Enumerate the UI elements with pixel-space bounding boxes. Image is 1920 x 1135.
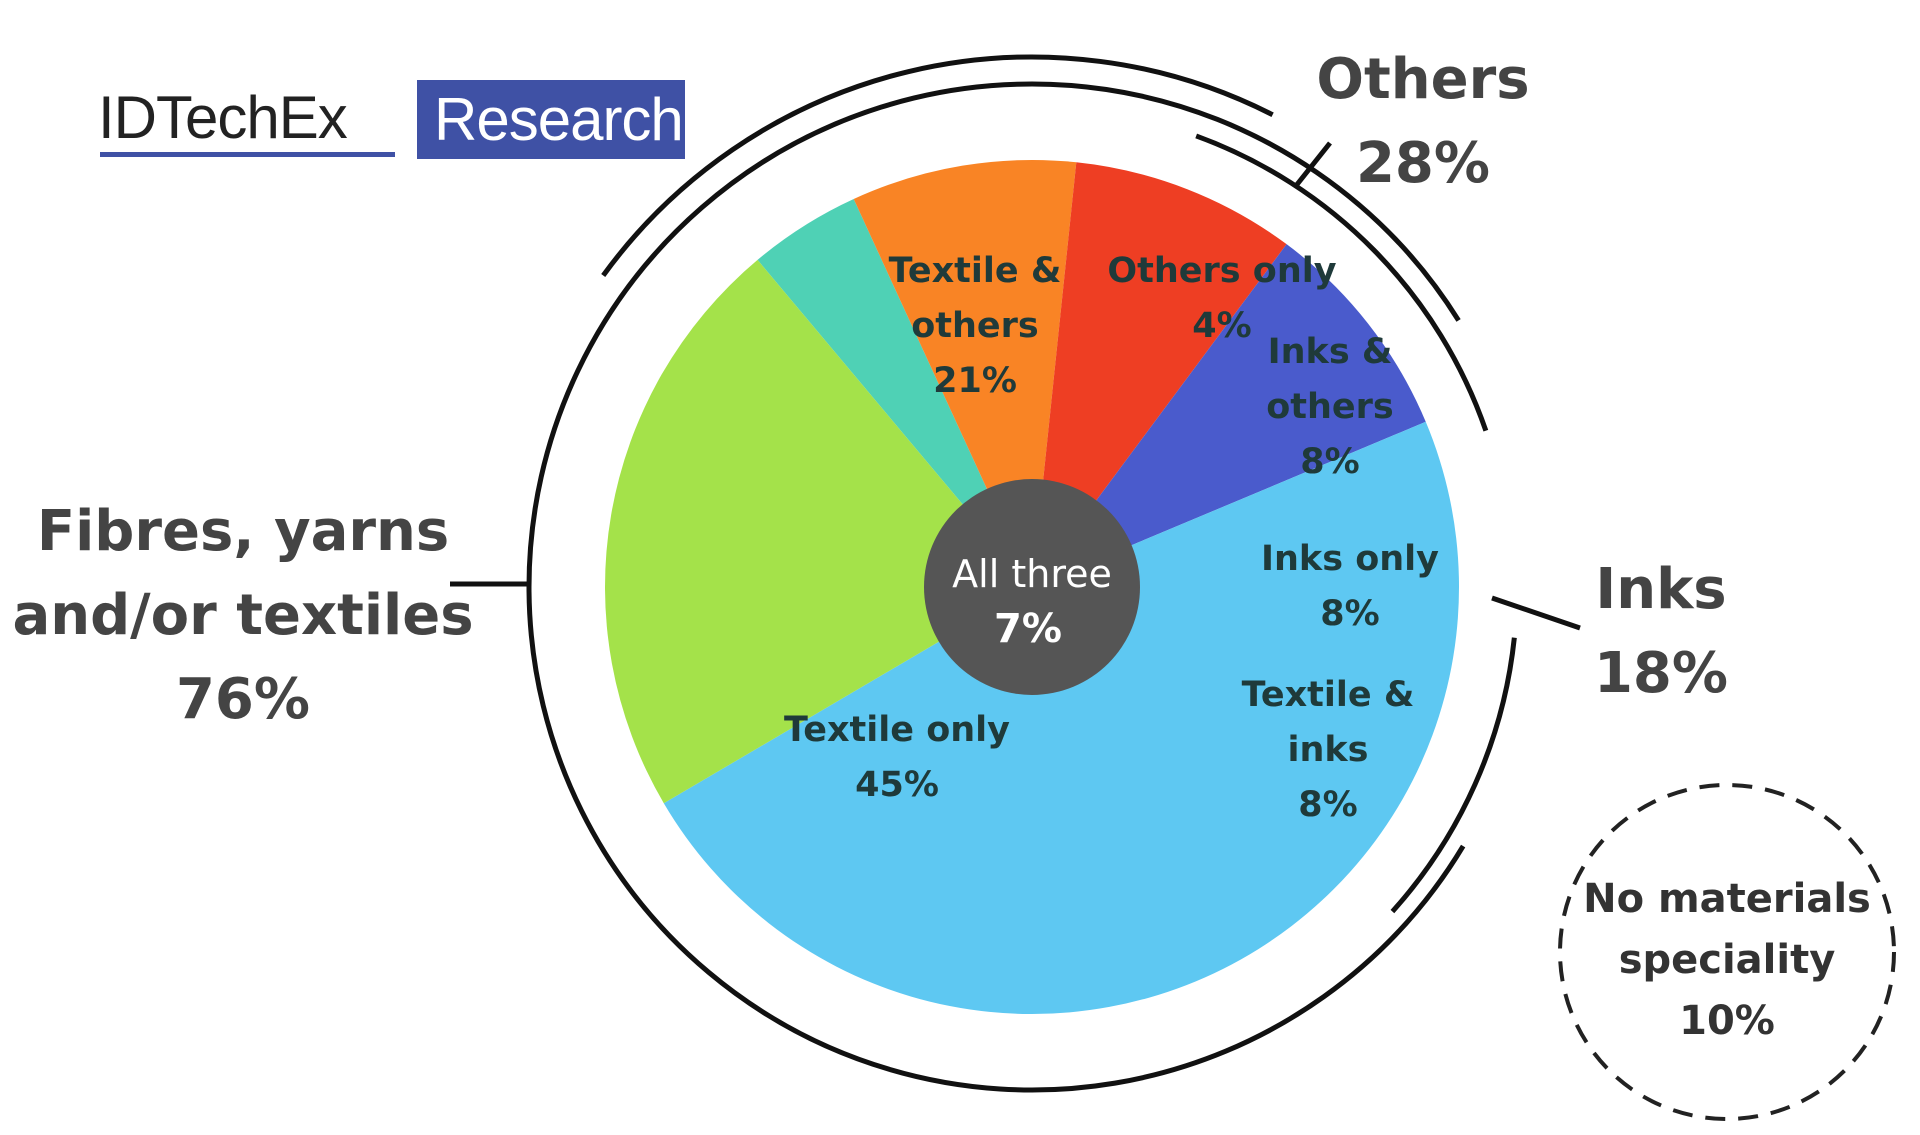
slice-label-inks-and-others-1: others [1266,387,1394,427]
bracket-inks-upper [1195,133,1489,432]
no-speciality-label-1: speciality [1619,937,1836,983]
group-brackets [450,54,1581,1093]
no-speciality-label-0: No materials [1583,876,1871,922]
no-speciality-label-2: 10% [1679,998,1775,1044]
center-label: All three [952,552,1112,596]
slice-label-inks-only-0: Inks only [1261,539,1439,579]
group-label-fibres-yarns-and-or-textiles-0: Fibres, yarns [37,499,449,564]
slice-labels: Others only 4% Inks & others 8% Inks only 8% Te… [784,251,1439,825]
slice-label-others-only-1: 4% [1192,306,1251,346]
group-labels: Others 28% Inks 18% Fibres, yarns and/or text… [12,47,1728,732]
slice-textile-only [663,421,1459,1014]
group-label-fibres-yarns-and-or-textiles-2: 76% [176,667,310,732]
logo-underline [100,152,395,157]
slice-inks-only [1032,162,1287,587]
slice-textile-and-others [604,259,1032,804]
slice-others-only [757,199,1032,588]
slice-label-textile-only-1: 45% [855,765,939,805]
group-label-others-1: 28% [1356,131,1490,196]
group-label-others-0: Others [1316,47,1529,112]
logo-tag: Research [434,86,683,153]
idtechex-logo: IDTechEx Research [98,80,685,159]
group-label-fibres-yarns-and-or-textiles-1: and/or textiles [12,583,473,648]
slice-label-inks-only-1: 8% [1320,594,1379,634]
center-disk [924,479,1140,695]
group-label-inks-0: Inks [1595,557,1726,622]
center-value: 7% [994,606,1062,652]
group-label-inks-1: 18% [1594,641,1728,706]
logo-brand: IDTechEx [98,84,348,151]
slice-label-textile-and-others-1: others [911,306,1039,346]
slice-label-inks-and-others-0: Inks & [1268,332,1393,372]
slice-label-textile-and-inks-2: 8% [1298,785,1357,825]
slice-label-textile-and-others-0: Textile & [889,251,1062,291]
pie-slices [604,159,1459,1014]
slice-label-textile-only-0: Textile only [784,710,1010,750]
slice-label-textile-and-inks-0: Textile & [1242,675,1415,715]
slice-label-textile-and-others-2: 21% [933,361,1017,401]
no-speciality-label: No materials speciality 10% [1583,876,1871,1044]
no-speciality-circle [1558,783,1896,1121]
logo-tag-bg [417,80,685,159]
leader-others [1293,141,1332,189]
leader-inks [1491,595,1581,631]
slice-textile-and-inks [1032,244,1426,587]
bracket-fibres-yarns-textiles [526,81,1466,1093]
bracket-others [601,54,1274,277]
slice-label-others-only-0: Others only [1107,251,1336,291]
slice-label-textile-and-inks-1: inks [1287,730,1368,770]
slice-label-inks-and-others-2: 8% [1300,442,1359,482]
bracket-inks-lower [1390,637,1517,914]
